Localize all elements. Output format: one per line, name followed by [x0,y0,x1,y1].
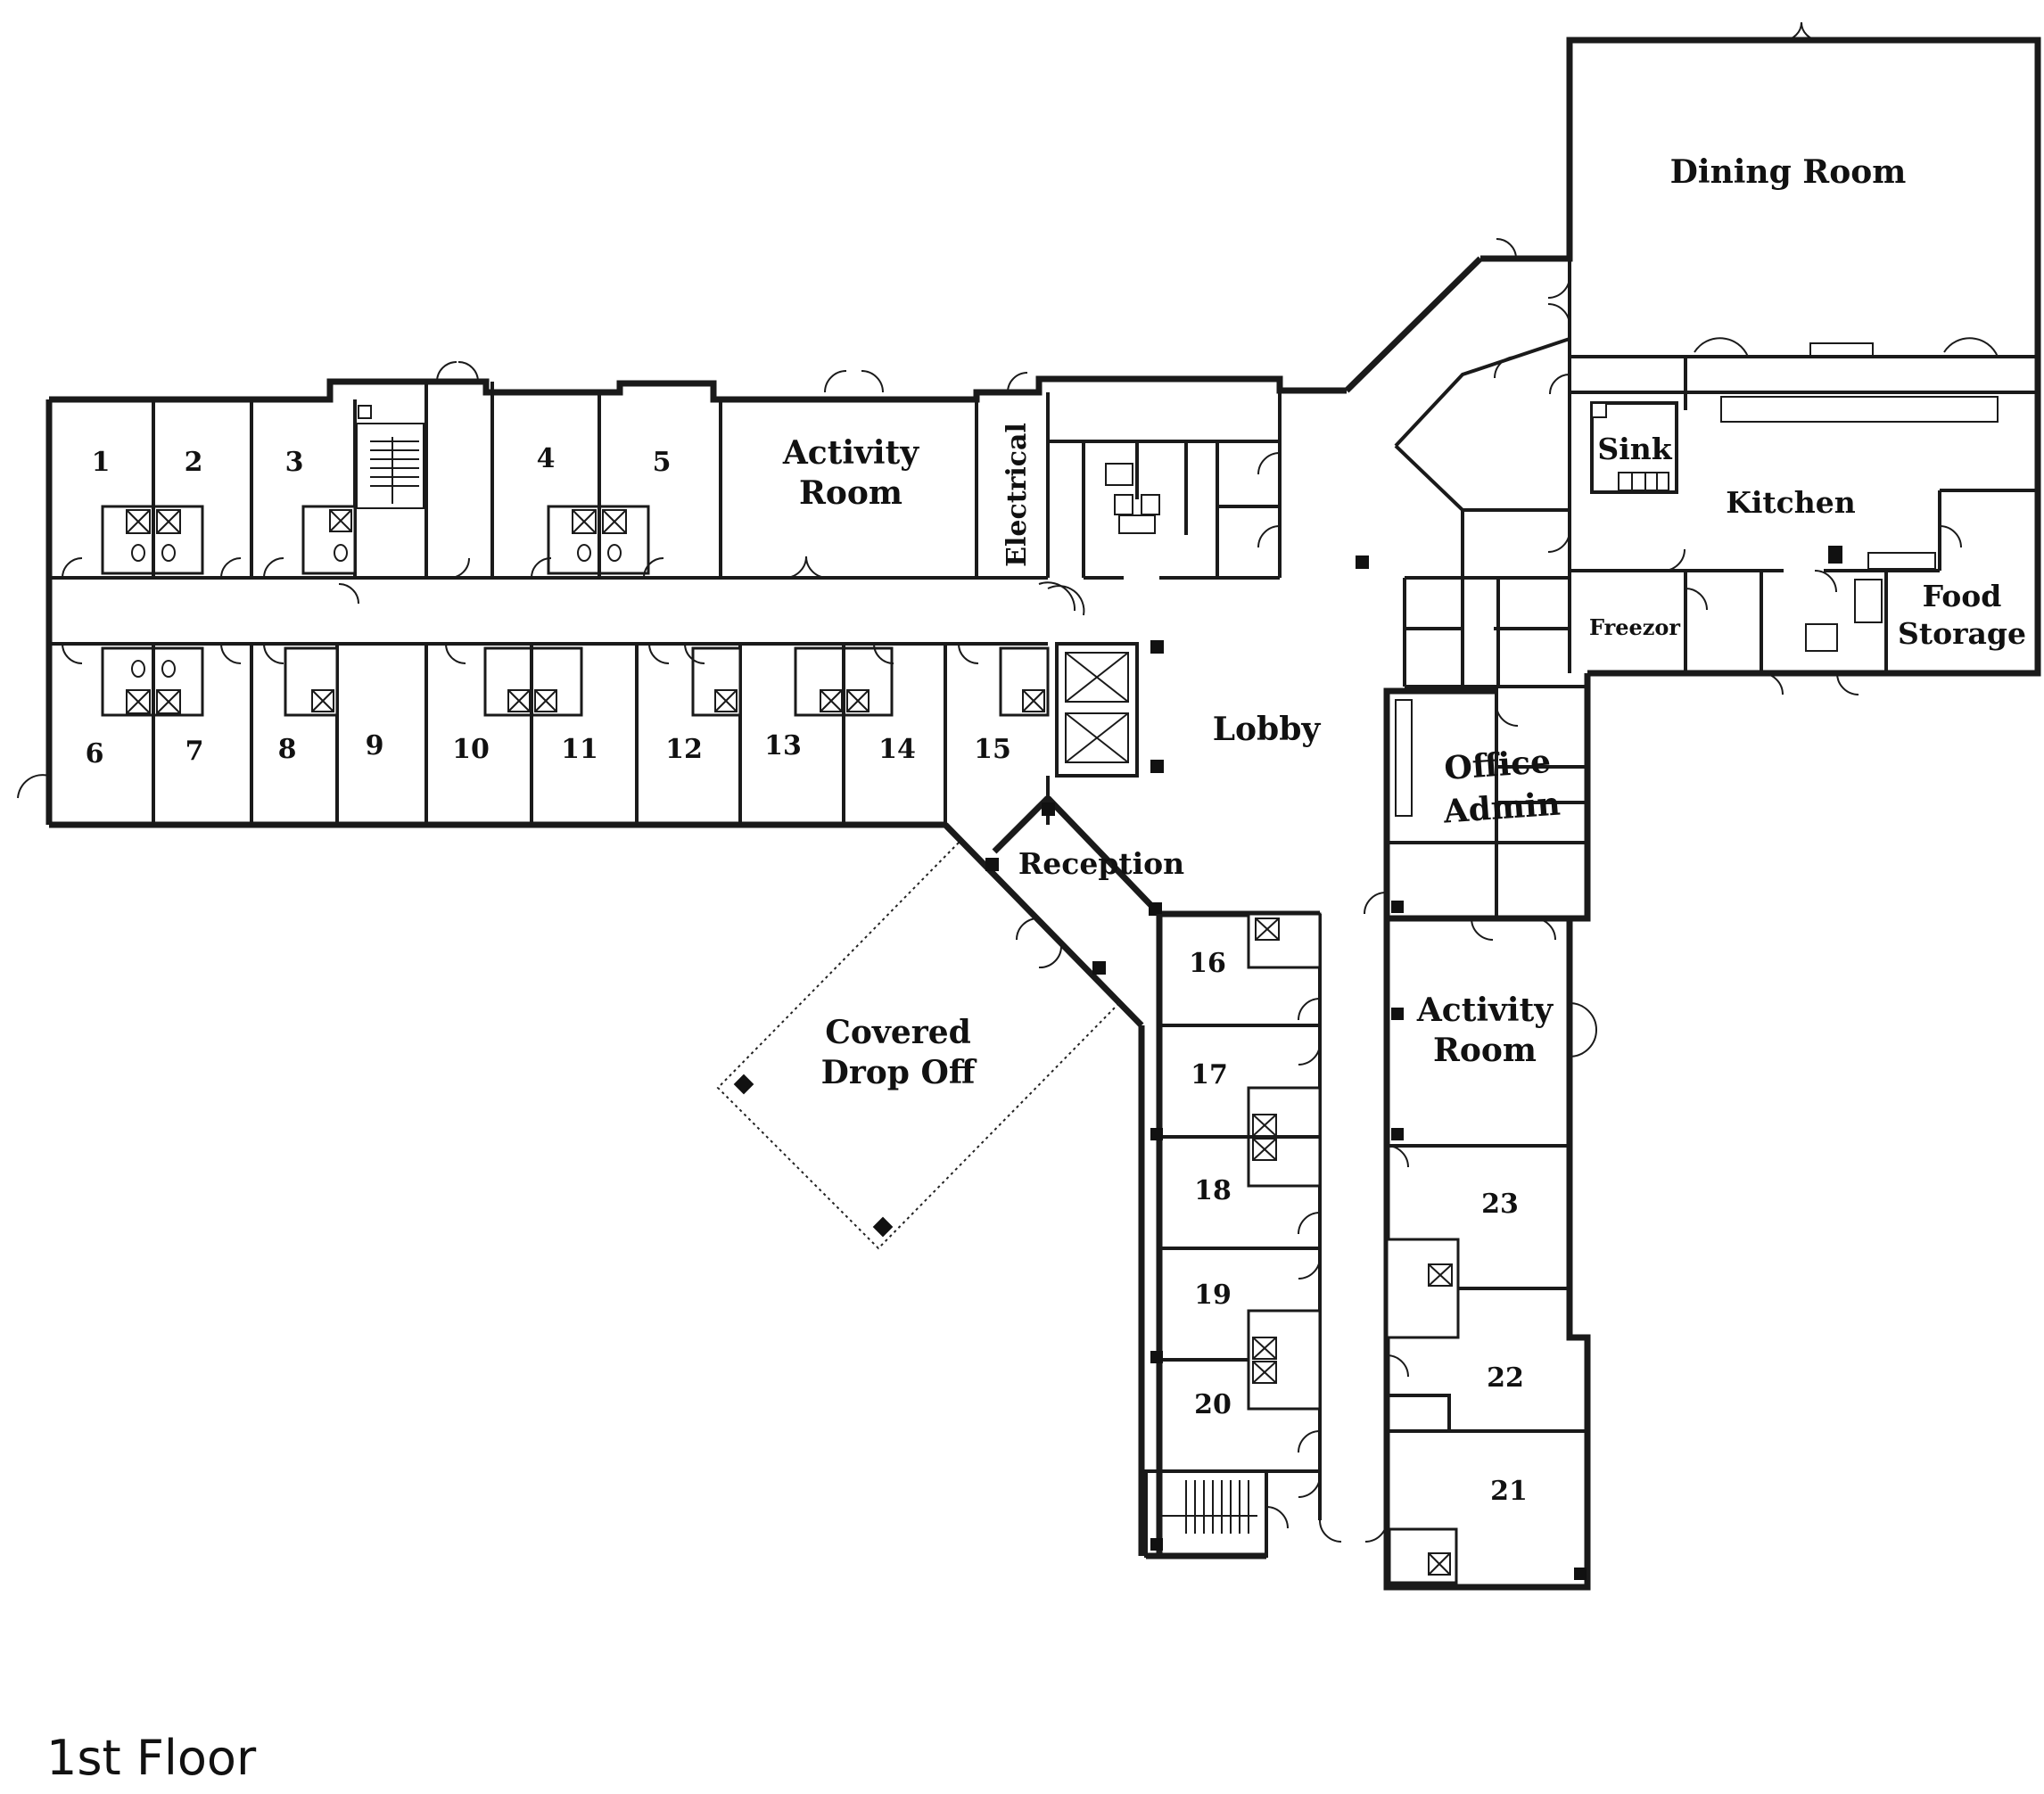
label-electrical: Electrical [1001,423,1033,567]
unit-label-14: 14 [878,734,916,765]
bathroom-fixtures-south [101,646,1050,717]
unit-label-7: 7 [185,736,204,767]
unit-label-9: 9 [366,730,384,761]
dining-kitchen-wing [1480,21,2041,695]
unit-label-15: 15 [974,734,1011,765]
label-dining-room: Dining Room [1670,153,1907,191]
covered-drop-off-canopy [716,842,1120,1250]
unit-label-23: 23 [1481,1189,1519,1220]
label-sink: Sink [1597,432,1672,466]
label-activity-room-top-line1: Activity [782,434,919,472]
service-block [1047,379,1282,616]
unit-label-1: 1 [92,447,111,478]
label-office: Office [1443,743,1552,787]
label-lobby: Lobby [1213,711,1322,748]
unit-label-13: 13 [764,730,802,761]
unit-label-10: 10 [452,734,490,765]
unit-label-5: 5 [653,447,672,478]
label-activity-room-east-line1: Activity [1416,992,1554,1029]
unit-label-6: 6 [86,738,104,769]
unit-label-4: 4 [537,443,556,474]
label-admin: Admin [1441,786,1562,831]
unit-label-22: 22 [1487,1362,1524,1394]
elevators [1055,642,1139,778]
unit-label-20: 20 [1194,1389,1232,1420]
label-storage: Storage [1898,616,2026,651]
label-drop-off: Drop Off [821,1054,977,1091]
unit-label-17: 17 [1191,1059,1228,1090]
label-freezor: Freezor [1589,614,1680,640]
unit-label-18: 18 [1194,1175,1232,1206]
door-swings-west [17,361,1028,799]
unit-label-8: 8 [278,734,297,765]
label-food: Food [1923,579,2002,613]
south-wing [1144,912,1597,1591]
bathroom-fixtures-north [101,505,650,575]
label-reception: Reception [1018,846,1184,881]
label-covered: Covered [825,1014,971,1051]
label-activity-room-top-line2: Room [799,474,902,512]
west-wing [17,361,1347,828]
unit-label-11: 11 [561,734,598,765]
unit-label-12: 12 [665,734,703,765]
unit-label-2: 2 [185,447,203,478]
room-labels: Dining Room Kitchen Sink Freezor Food St… [782,153,2026,1091]
unit-label-19: 19 [1194,1280,1232,1311]
unit-number-labels: 1 2 3 4 5 6 7 8 9 10 11 12 13 14 15 16 1… [86,443,1528,1507]
label-kitchen: Kitchen [1726,485,1856,520]
label-activity-room-east-line2: Room [1433,1032,1537,1069]
unit-label-3: 3 [285,447,304,478]
floor-title: 1st Floor [46,1730,257,1786]
unit-label-21: 21 [1490,1476,1528,1507]
unit-label-16: 16 [1189,948,1226,979]
